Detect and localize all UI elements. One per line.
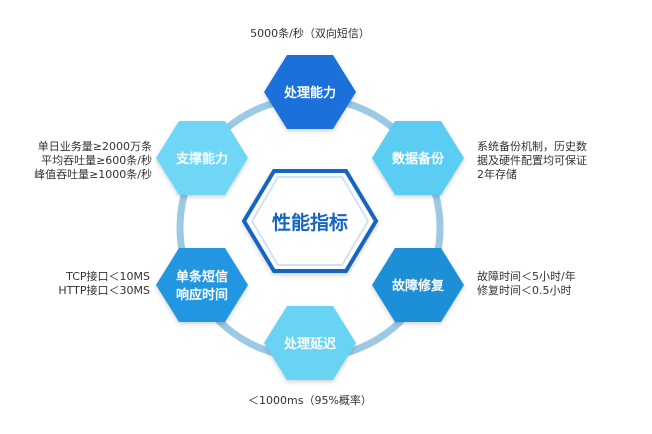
latency-note: ＜1000ms（95%概率） (248, 394, 372, 407)
response-label-line2: 响应时间 (176, 287, 228, 303)
hexagon-node-backup: 数据备份 (372, 121, 464, 195)
hexagon-node-latency: 处理延迟 (264, 306, 356, 380)
processing-note: 5000条/秒（双向短信） (250, 27, 370, 40)
fault-note: 故障时间＜5小时/年 修复时间＜0.5小时 (477, 270, 576, 297)
backup-note: 系统备份机制，历史数 据及硬件配置均可保证 2年存储 (477, 140, 587, 181)
hexagon-node-processing: 处理能力 (264, 55, 356, 129)
processing-label: 处理能力 (283, 85, 336, 101)
center-hexagon: 性能指标 (241, 169, 379, 273)
support-note: 单日业务量≥2000万条 平均吞吐量≥600条/秒 峰值吞吐量≥1000条/秒 (34, 140, 152, 181)
latency-label: 处理延迟 (283, 336, 336, 352)
hexagon-node-fault: 故障修复 (372, 248, 464, 322)
response-note: TCP接口＜10MS HTTP接口＜30MS (58, 270, 150, 297)
center-label: 性能指标 (272, 211, 348, 234)
support-label: 支撑能力 (175, 151, 228, 167)
hexagon-node-response: 单条短信 响应时间 (156, 248, 248, 322)
fault-label: 故障修复 (392, 278, 445, 294)
response-label-line1: 单条短信 (176, 269, 228, 285)
backup-label: 数据备份 (392, 151, 445, 167)
hexagon-node-support: 支撑能力 (156, 121, 248, 195)
